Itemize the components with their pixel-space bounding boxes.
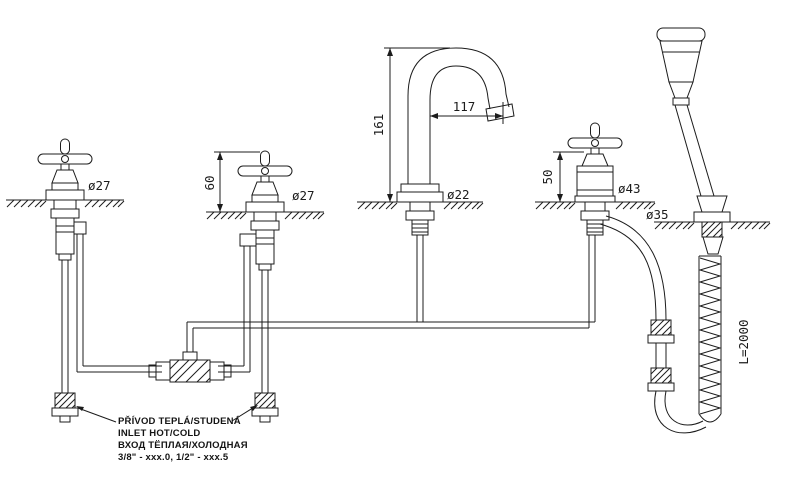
dim-spout-reach: 117 <box>453 99 476 114</box>
note-line-english: INLET HOT/COLD <box>118 428 201 439</box>
note-line-sizes: 3/8" - xxx.0, 1/2" - xxx.5 <box>118 452 229 463</box>
note-line-russian: ВХОД ТЁПЛАЯ/ХОЛОДНАЯ <box>118 440 248 451</box>
inlet-note: PŘÍVOD TEPLÁ/STUDENÁ INLET HOT/COLD ВХОД… <box>118 415 248 463</box>
dim-left-valve-diameter: ø27 <box>88 178 111 193</box>
dim-middle-valve-height: 60 <box>202 175 217 190</box>
dim-hose-length: L=2000 <box>736 319 751 364</box>
dim-middle-valve-diameter: ø27 <box>292 188 315 203</box>
dimension-labels: ø27 ø27 60 161 117 ø22 50 ø43 ø35 L=2000 <box>88 99 751 365</box>
dimension-arrows <box>76 48 563 411</box>
note-line-czech: PŘÍVOD TEPLÁ/STUDENÁ <box>118 415 241 427</box>
dim-diverter-diameter: ø43 <box>618 181 641 196</box>
dim-spout-base-diameter: ø22 <box>447 187 470 202</box>
dim-shower-holder-diameter: ø35 <box>646 207 669 222</box>
hot-valve <box>37 138 93 423</box>
spout <box>396 47 515 236</box>
dim-spout-height: 161 <box>371 114 386 137</box>
dim-diverter-height: 50 <box>540 169 555 184</box>
shower-hose-coil <box>698 257 722 415</box>
cold-valve <box>237 150 293 423</box>
supply-piping <box>76 215 707 434</box>
hand-shower <box>656 27 731 423</box>
